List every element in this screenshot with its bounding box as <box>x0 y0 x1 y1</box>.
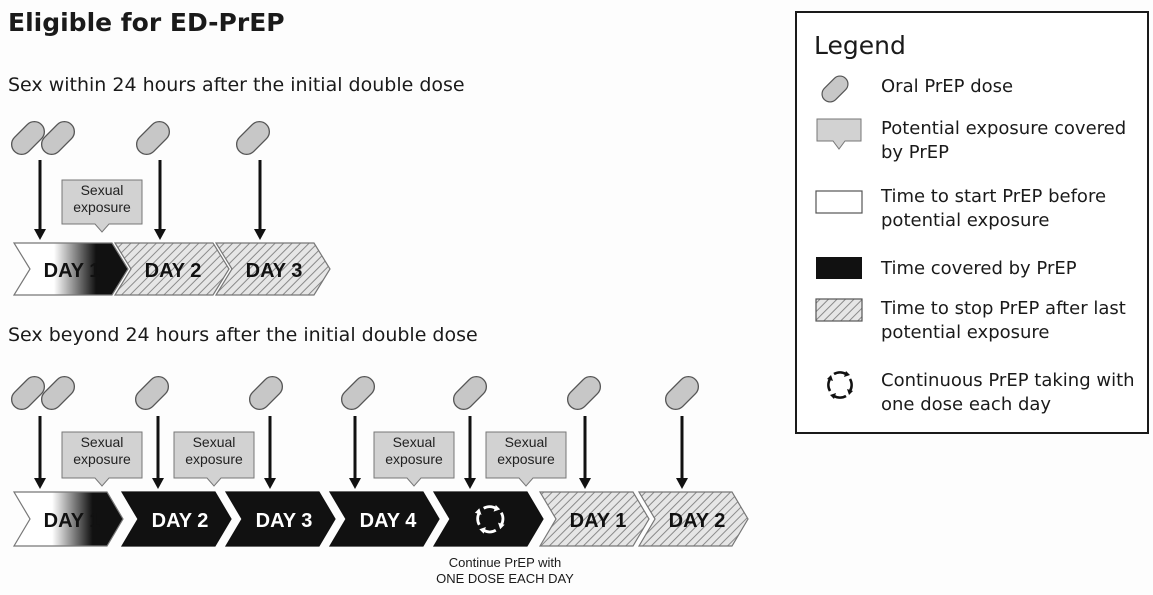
pill-icon <box>10 375 46 411</box>
exposure-label: Sexual <box>81 182 124 198</box>
legend-item-stop: Time to stop PrEP after last potential e… <box>881 298 1126 343</box>
day-chevron-first <box>12 242 129 296</box>
legend-item-exposure: Potential exposure covered by PrEP <box>881 118 1127 163</box>
continue-note: Continue PrEP with ONE DOSE EACH DAY <box>395 555 615 587</box>
exposure-label: exposure <box>73 451 131 467</box>
day-chevron-first <box>12 491 124 547</box>
hatched-box-icon <box>815 298 863 322</box>
legend-title: Legend <box>814 31 906 60</box>
callout-icon <box>816 118 862 150</box>
pill-icon <box>235 120 271 156</box>
day-chevron <box>224 491 336 547</box>
page-title: Eligible for ED-PrEP <box>8 8 285 37</box>
exposure-label: exposure <box>185 451 243 467</box>
white-box-icon <box>815 190 863 214</box>
arrow-head-icon <box>349 478 361 489</box>
day-label: DAY 2 <box>145 260 202 282</box>
day-label: DAY 3 <box>256 510 313 532</box>
pill-icon <box>452 375 488 411</box>
cycle-icon <box>827 371 853 399</box>
black-box-icon <box>816 257 862 279</box>
day-label: DAY 1 <box>570 510 627 532</box>
pill-icon <box>40 120 76 156</box>
exposure-label: Sexual <box>81 434 124 450</box>
continue-note-line2: ONE DOSE EACH DAY <box>436 571 574 586</box>
legend-item-start: Time to start PrEP before potential expo… <box>881 186 1107 231</box>
legend-item-covered: Time covered by PrEP <box>881 258 1077 279</box>
arrow-head-icon <box>34 229 46 240</box>
arrow-head-icon <box>579 478 591 489</box>
day-chevron <box>538 491 650 547</box>
exposure-label: Sexual <box>393 434 436 450</box>
day-label: DAY 2 <box>152 510 209 532</box>
day-chevron <box>214 242 331 296</box>
day-chevron <box>432 491 544 547</box>
exposure-callout <box>61 179 143 233</box>
day-label: DAY 4 <box>360 510 418 532</box>
exposure-callout <box>61 431 143 487</box>
exposure-label: exposure <box>497 451 555 467</box>
arrow-head-icon <box>154 229 166 240</box>
legend-box: Legend Oral PrEP dose Potential exposure… <box>795 11 1149 434</box>
cycle-icon <box>474 505 505 534</box>
day-label: DAY 1 <box>44 510 101 532</box>
pill-icon <box>340 375 376 411</box>
day-label: DAY 3 <box>246 260 303 282</box>
pill-icon <box>135 120 171 156</box>
exposure-label: Sexual <box>505 434 548 450</box>
legend-item-dose: Oral PrEP dose <box>881 76 1014 97</box>
day-chevron <box>113 242 230 296</box>
arrow-head-icon <box>254 229 266 240</box>
exposure-label: exposure <box>73 199 131 215</box>
arrow-head-icon <box>152 478 164 489</box>
scenario2-label: Sex beyond 24 hours after the initial do… <box>8 324 478 346</box>
pill-icon <box>10 120 46 156</box>
pill-icon <box>821 75 849 103</box>
scenario1-label: Sex within 24 hours after the initial do… <box>8 74 465 96</box>
day-chevron <box>120 491 232 547</box>
pill-icon <box>248 375 284 411</box>
day-label: DAY 2 <box>669 510 726 532</box>
arrow-head-icon <box>676 478 688 489</box>
exposure-callout <box>485 431 567 487</box>
arrow-head-icon <box>264 478 276 489</box>
exposure-label: exposure <box>385 451 443 467</box>
pill-icon <box>566 375 602 411</box>
legend-item-continuous: Continuous PrEP taking with one dose eac… <box>881 370 1135 415</box>
day-chevron <box>328 491 440 547</box>
arrow-head-icon <box>34 478 46 489</box>
exposure-label: Sexual <box>193 434 236 450</box>
exposure-callout <box>173 431 255 487</box>
exposure-callout <box>373 431 455 487</box>
continue-note-line1: Continue PrEP with <box>448 555 562 570</box>
pill-icon <box>134 375 170 411</box>
pill-icon <box>40 375 76 411</box>
day-chevron <box>637 491 749 547</box>
arrow-head-icon <box>464 478 476 489</box>
pill-icon <box>664 375 700 411</box>
day-label: DAY 1 <box>44 260 101 282</box>
